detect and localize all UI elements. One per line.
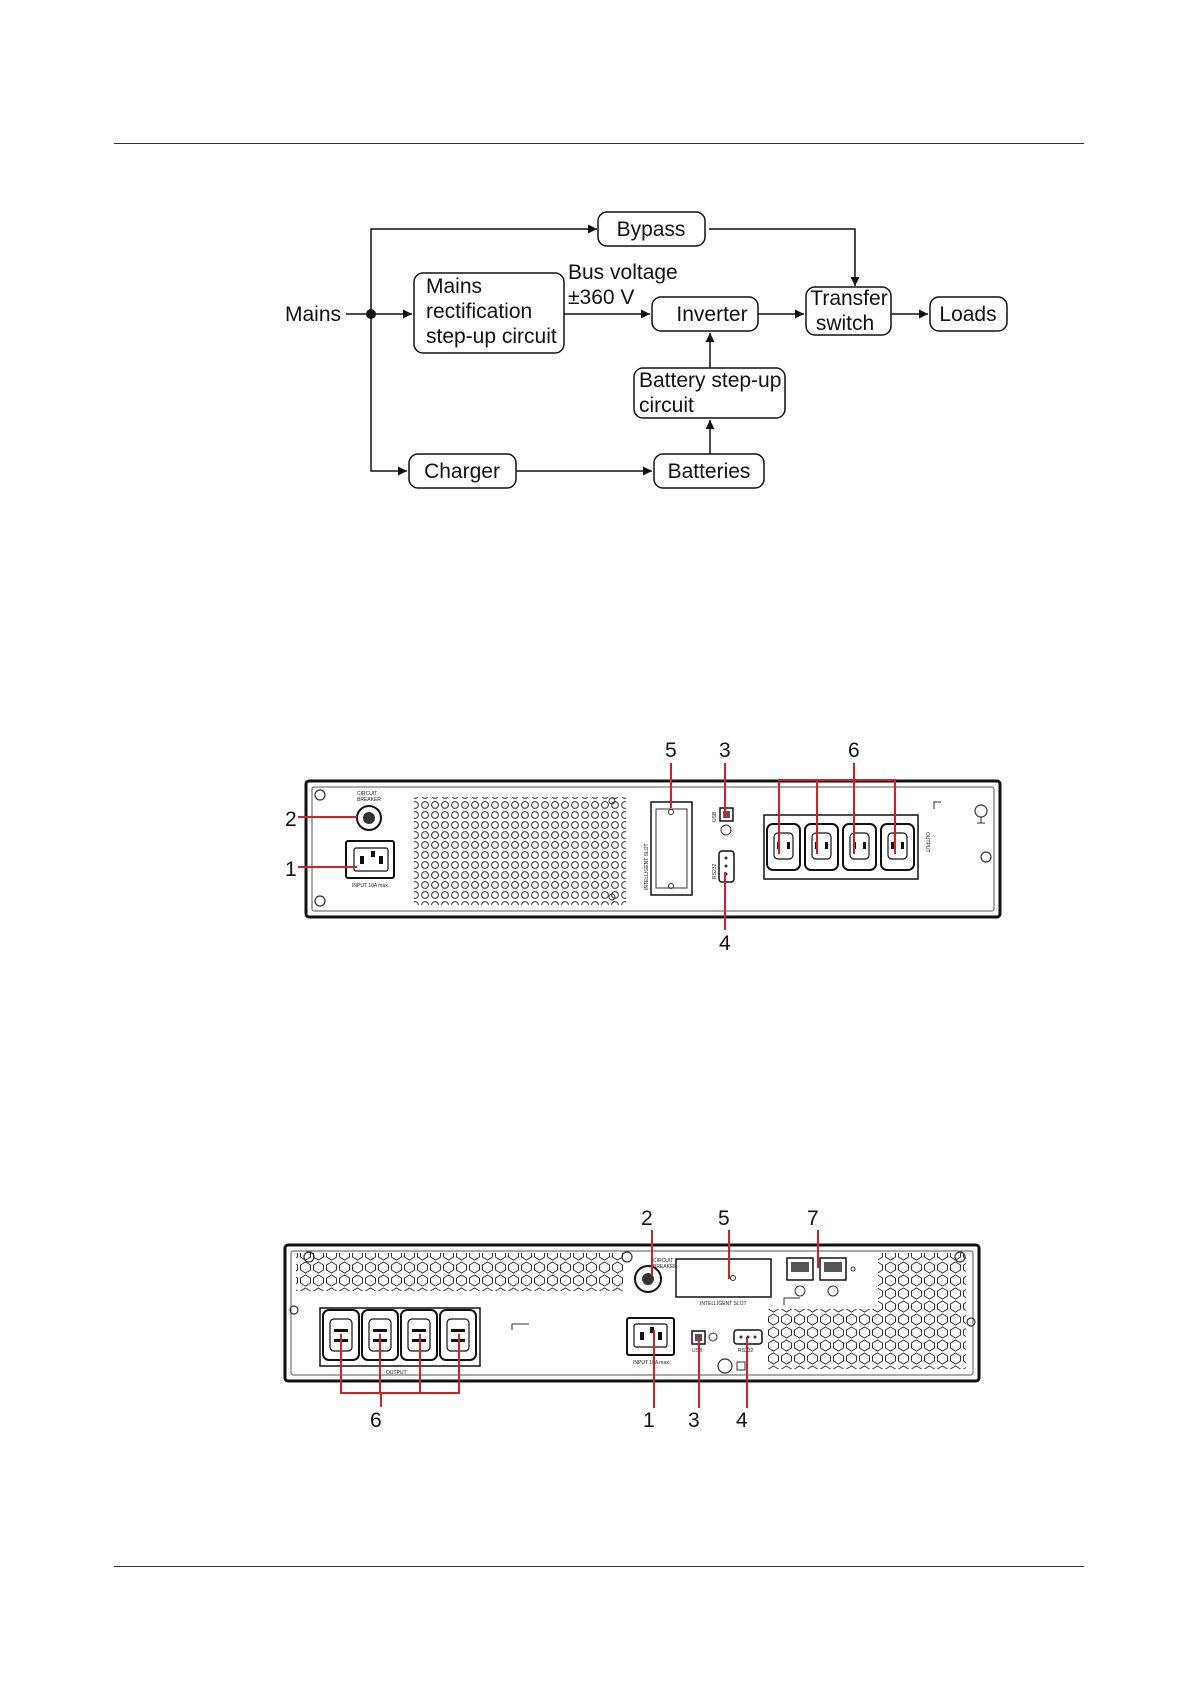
output-socket [881,824,914,870]
tower-callout-5: 5 [665,739,677,762]
tower-breaker-label-2: BREAKER [357,797,381,803]
tower-rear-panel: CIRCUIT BREAKER INPUT 10A max. INTELLIGE… [285,739,1000,955]
rack-output-label: OUTPUT [386,1370,407,1376]
rack-usb-label: USB [692,1348,703,1354]
bus-voltage-label: Bus voltage [568,261,678,284]
intelligent-slot [676,1259,771,1297]
loads-label: Loads [939,303,996,326]
rack-breaker-label-2: BREAKER [653,1264,677,1270]
tower-output-label: OUTPUT [924,832,930,853]
tower-input-label: INPUT 10A max. [352,883,389,889]
rack-input-label: INPUT 10A max. [633,1360,670,1366]
tower-slot-label: INTELLIGENT SLOT [644,843,650,890]
transfer-line-2: switch [816,312,874,335]
tower-rs232-label: RS232 [712,863,718,879]
intelligent-slot [651,802,692,895]
rack-slot-label: INTELLIGENT SLOT [700,1301,747,1307]
ups-block-diagram: Mains Bypass Mains rectification step-up… [285,212,1007,488]
rack-callout-3: 3 [688,1409,700,1432]
tower-callout-4: 4 [719,932,731,955]
rack-vent-left [296,1253,624,1291]
transfer-line-1: Transfer [810,287,887,310]
charger-label: Charger [424,460,500,483]
tower-callout-3: 3 [719,739,731,762]
tower-callout-1: 1 [285,858,297,881]
batteries-label: Batteries [668,460,751,483]
rack-rear-panel: OUTPUT CIRCUIT BREAKER INTELLIGENT SLOT … [285,1207,979,1432]
rack-callout-6: 6 [370,1409,382,1432]
mains-label: Mains [285,303,341,326]
rack-callout-1: 1 [643,1409,655,1432]
rack-callout-2: 2 [641,1207,653,1230]
battstep-line-2: circuit [639,394,694,417]
output-socket [805,824,838,870]
tower-vent [414,797,626,905]
tower-callout-2: 2 [285,808,297,831]
rect-line-1: Mains [426,275,482,298]
output-socket [843,824,876,870]
rack-callout-5: 5 [718,1207,730,1230]
rack-callout-4: 4 [736,1409,748,1432]
rack-rs232-label: RS232 [738,1348,754,1354]
input-socket [346,841,394,878]
rack-callout-7: 7 [807,1207,819,1230]
tower-usb-label: USB [712,811,718,822]
inverter-label: Inverter [676,303,747,326]
output-socket [767,824,800,870]
rect-line-3: step-up circuit [426,325,557,348]
bus-voltage-value: ±360 V [568,286,634,309]
battstep-line-1: Battery step-up [639,369,781,392]
rect-line-2: rectification [426,300,532,323]
bypass-label: Bypass [617,218,686,241]
tower-callout-6: 6 [848,739,860,762]
